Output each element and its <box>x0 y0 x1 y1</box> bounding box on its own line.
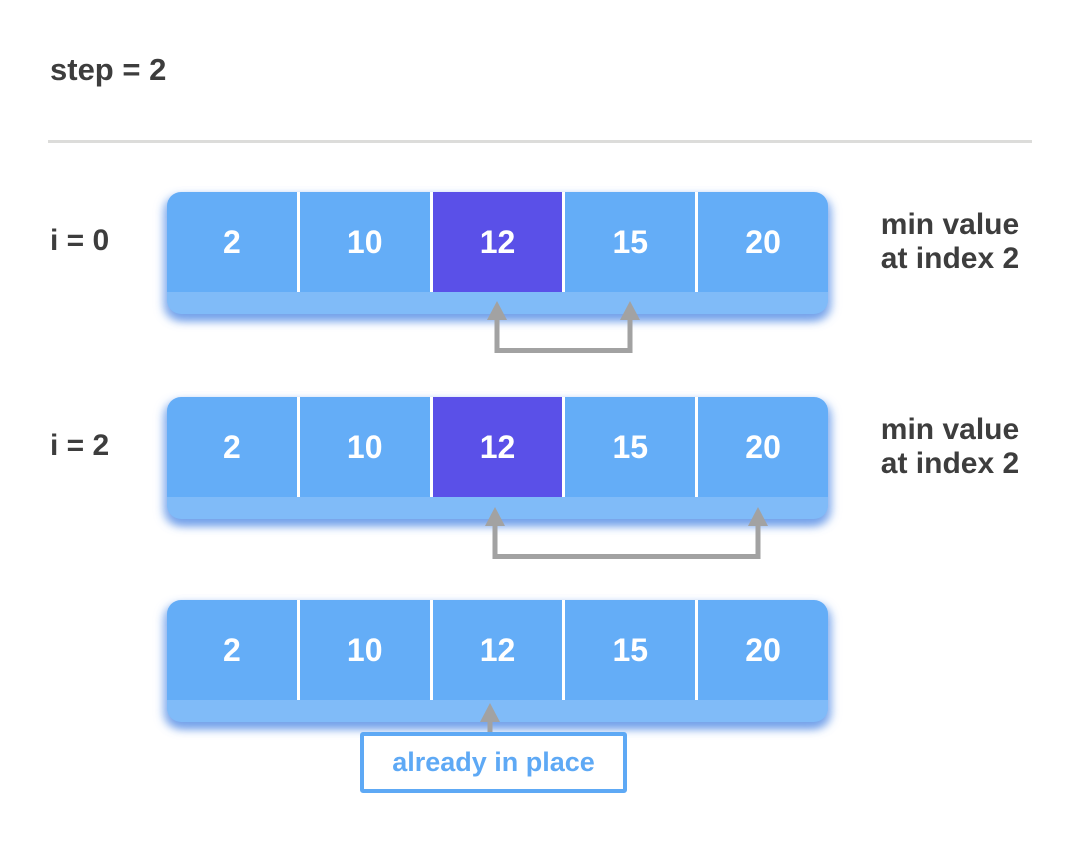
array-row3-cells: 2 10 12 15 20 <box>167 600 828 700</box>
array-cell: 15 <box>565 600 695 700</box>
cell-divider <box>695 192 699 292</box>
note-row2: min value at index 2 <box>860 413 1040 481</box>
array-cell: 10 <box>300 600 430 700</box>
cell-value: 10 <box>346 428 383 465</box>
cell-value: 15 <box>612 223 649 260</box>
array-cell: 2 <box>167 192 297 292</box>
cell-value: 15 <box>612 631 649 668</box>
array-cell: 15 <box>565 397 695 497</box>
cell-value: 2 <box>223 428 241 465</box>
cell-divider <box>429 397 433 497</box>
array-cell: 10 <box>300 192 430 292</box>
row2-index-label: i = 2 <box>50 429 110 462</box>
array-cell: 2 <box>167 600 297 700</box>
note-line: min value <box>880 413 1020 446</box>
cell-value: 12 <box>479 428 516 465</box>
cell-divider <box>296 600 300 700</box>
cell-divider <box>296 192 300 292</box>
cell-value: 10 <box>346 223 383 260</box>
cell-divider <box>695 600 699 700</box>
cell-divider <box>562 192 566 292</box>
cell-divider <box>562 600 566 700</box>
step-label: step = 2 <box>50 52 167 87</box>
array-row1: 2 10 12 15 20 <box>167 192 828 314</box>
compare-arrow-row1 <box>487 301 640 353</box>
array-cell: 20 <box>698 397 828 497</box>
compare-arrow-row2 <box>485 507 768 559</box>
cell-value: 20 <box>745 428 781 465</box>
cell-value: 12 <box>479 631 516 668</box>
cell-divider <box>429 600 433 700</box>
array-cell-highlighted: 12 <box>432 397 563 497</box>
cell-value: 20 <box>745 223 781 260</box>
array-row2: 2 10 12 15 20 <box>167 397 828 519</box>
array-row2-cells: 2 10 12 15 20 <box>167 397 828 497</box>
cell-value: 20 <box>745 631 781 668</box>
array-cell: 2 <box>167 397 297 497</box>
cell-divider <box>429 192 433 292</box>
array-cell: 15 <box>565 192 695 292</box>
array-row3: 2 10 12 15 20 <box>167 600 828 722</box>
cell-divider <box>296 397 300 497</box>
array-bottom-shade <box>167 700 828 722</box>
pointer-arrow-row3 <box>480 703 500 733</box>
note-line: at index 2 <box>880 242 1020 275</box>
cell-value: 15 <box>612 428 649 465</box>
already-in-place-box: already in place <box>360 732 627 793</box>
cell-value: 10 <box>346 631 383 668</box>
cell-divider <box>695 397 699 497</box>
note-line: at index 2 <box>880 447 1020 480</box>
array-cell-highlighted: 12 <box>432 192 563 292</box>
array-cell: 10 <box>300 397 430 497</box>
array-bottom-shade <box>167 497 828 519</box>
row1-index-label: i = 0 <box>50 224 110 257</box>
array-cell: 20 <box>698 600 828 700</box>
array-row1-cells: 2 10 12 15 20 <box>167 192 828 292</box>
note-row1: min value at index 2 <box>860 208 1040 276</box>
array-cell: 20 <box>698 192 828 292</box>
cell-value: 12 <box>479 223 516 260</box>
cell-value: 2 <box>223 631 241 668</box>
already-in-place-label: already in place <box>392 747 595 777</box>
cell-value: 2 <box>223 223 241 260</box>
divider-line <box>48 140 1032 143</box>
array-cell: 12 <box>433 600 563 700</box>
cell-divider <box>562 397 566 497</box>
note-line: min value <box>880 208 1020 241</box>
